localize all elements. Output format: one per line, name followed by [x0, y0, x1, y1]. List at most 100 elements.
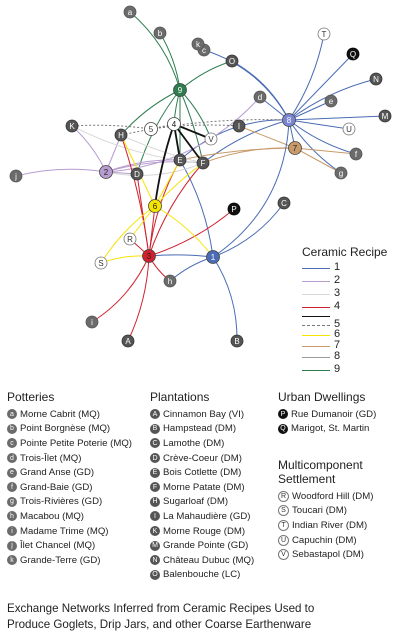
- recipe-node-9: 9: [173, 83, 187, 97]
- site-key-badge: A: [150, 409, 160, 420]
- site-node-label: O: [229, 57, 235, 66]
- site-key-badge: V: [278, 549, 289, 561]
- site-name: Hampstead (DM): [163, 423, 237, 435]
- site-node-circle: [369, 72, 383, 86]
- site-name: La Mahaudière (GD): [163, 510, 251, 522]
- legend-swatch: [302, 335, 330, 336]
- site-node-label: K: [69, 122, 75, 131]
- recipe-node-label: 6: [153, 202, 158, 211]
- edge-9-a: [129, 11, 181, 91]
- edge-8-Q: [288, 53, 354, 121]
- site-key-badge: R: [278, 490, 289, 502]
- legend-title: Ceramic Recipe: [302, 245, 388, 259]
- legend-recipe-4: 4: [302, 300, 402, 313]
- site-name: Indian River (DM): [292, 519, 368, 531]
- site-node-circle: [114, 128, 128, 142]
- site-node-g: g: [334, 166, 348, 180]
- edge-8-c: [203, 49, 290, 121]
- recipe-node-7: 7: [288, 141, 302, 155]
- site-key-badge: b: [7, 423, 17, 434]
- site-node-circle: [317, 27, 331, 41]
- recipe-node-circle: [148, 199, 162, 213]
- site-node-P: P: [227, 202, 241, 216]
- legend-recipe-2: 2: [302, 274, 402, 287]
- legend-label: 4: [334, 300, 341, 312]
- legend-recipe-10: 9: [302, 363, 402, 376]
- recipe-node-label: 8: [287, 116, 292, 125]
- edge-8-f: [288, 119, 357, 155]
- site-key-badge: I: [150, 511, 160, 522]
- edge-2-j: [15, 168, 107, 177]
- site-node-circle: [204, 132, 218, 146]
- legend-label: 1: [334, 261, 341, 273]
- site-key-badge: Q: [278, 423, 288, 434]
- site-name: Morne Rouge (DM): [163, 525, 246, 537]
- legend-swatch: [302, 294, 330, 295]
- legend-swatch: [302, 268, 330, 269]
- site-node-circle: [94, 256, 108, 270]
- edge-9-H: [120, 89, 181, 136]
- site-key-badge: j: [7, 540, 17, 551]
- edge-1-C: [212, 202, 285, 258]
- site-name: Sebastapol (DM): [292, 549, 364, 561]
- site-node-T: T: [317, 27, 331, 41]
- site-node-label: N: [373, 75, 379, 84]
- legend-swatch: [302, 370, 330, 371]
- edge-8-F: [202, 119, 290, 164]
- recipe-node-6: 6: [148, 199, 162, 213]
- recipe-node-circle: [99, 165, 113, 179]
- edge-9-F: [179, 89, 204, 164]
- recipe-node-8: 8: [282, 113, 296, 127]
- legend-label: 6: [334, 328, 341, 340]
- site-node-j: j: [9, 169, 23, 183]
- legend-label: 8: [334, 350, 341, 362]
- legend-label: 3: [334, 287, 341, 299]
- edge-3-i: [91, 255, 150, 323]
- site-name: Grande-Terre (GD): [20, 554, 101, 566]
- site-node-circle: [173, 153, 187, 167]
- site-node-label: V: [208, 135, 214, 144]
- edge-1-3: [148, 254, 214, 258]
- recipe-node-circle: [288, 141, 302, 155]
- site-node-label: a: [128, 8, 133, 17]
- site-name: Château Dubuc (MQ): [163, 554, 255, 566]
- legend-recipe-7: 6: [302, 328, 402, 341]
- site-key-badge: k: [7, 555, 17, 566]
- site-node-circle: [346, 47, 360, 61]
- site-node-a: a: [123, 5, 137, 19]
- site-name: Sugarloaf (DM): [163, 496, 229, 508]
- legend-label: 2: [334, 274, 341, 286]
- edge-6-S: [100, 205, 156, 264]
- edge-2-K: [71, 125, 107, 173]
- edge-3-P: [148, 208, 235, 257]
- site-node-label: c: [202, 46, 206, 55]
- site-name: Macabou (MQ): [20, 510, 84, 522]
- legend-recipe-1: 1: [302, 261, 402, 274]
- site-node-R: R: [123, 232, 137, 246]
- site-node-circle: [349, 147, 363, 161]
- recipe-node-3: 3: [142, 249, 156, 263]
- site-node-label: i: [91, 318, 93, 327]
- site-node-circle: [232, 119, 246, 133]
- urban-dwellings-title: Urban Dwellings: [278, 390, 366, 404]
- legend-swatch: [302, 346, 330, 347]
- multicomponent-title-line2: Settlement: [278, 472, 336, 486]
- site-node-H: H: [114, 128, 128, 142]
- site-node-circle: [121, 334, 135, 348]
